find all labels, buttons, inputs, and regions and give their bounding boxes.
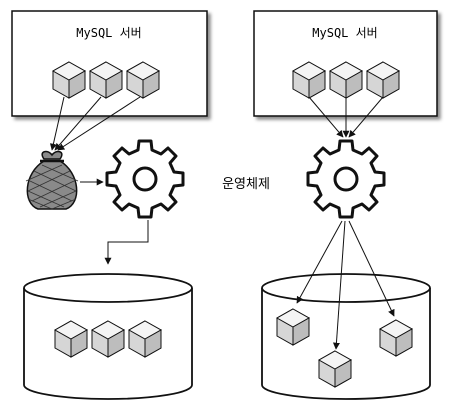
left-gear-icon xyxy=(105,139,185,219)
left-server-title: MySQL 서버 xyxy=(76,26,141,40)
os-label: 운영체제 xyxy=(222,177,270,192)
right-direct-io-arrows xyxy=(308,96,384,138)
money-bag-icon xyxy=(25,150,79,210)
left-os-to-disk-arrow xyxy=(104,220,149,265)
left-disk-cylinder xyxy=(23,273,193,400)
right-os-to-disk-arrows xyxy=(296,220,395,350)
left-buffer-arrows xyxy=(49,96,141,151)
left-mysql-server-box: MySQL 서버 xyxy=(11,10,208,117)
right-gear-icon xyxy=(306,139,386,219)
right-server-title: MySQL 서버 xyxy=(312,26,377,40)
